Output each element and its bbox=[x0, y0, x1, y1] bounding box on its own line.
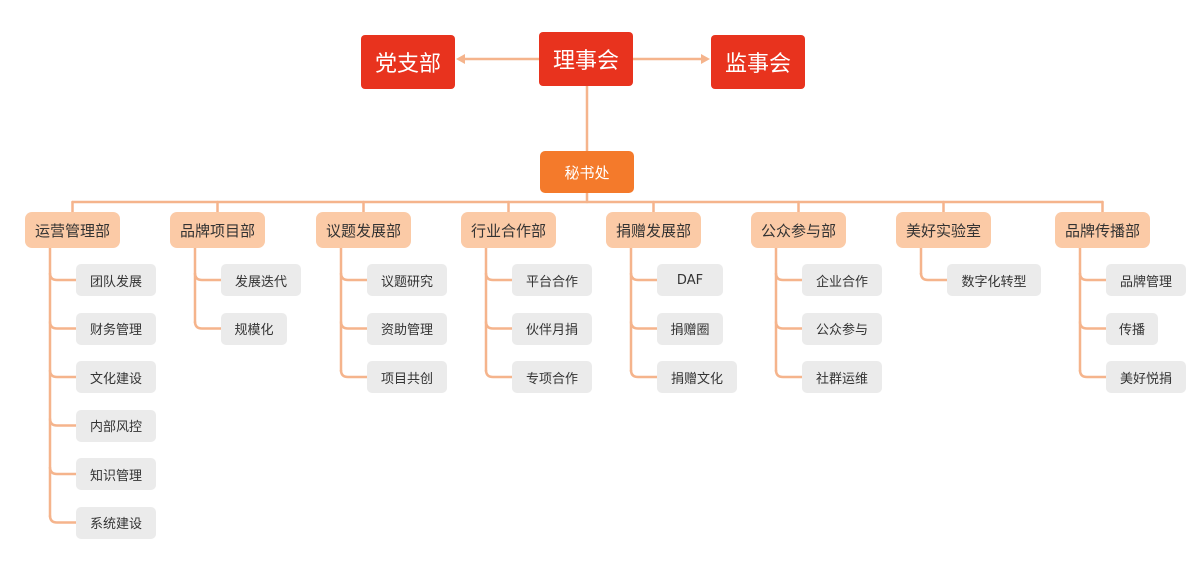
child-connector-line bbox=[774, 369, 802, 379]
child-connector-line bbox=[774, 321, 802, 330]
sub-unit-node[interactable]: 内部风控 bbox=[76, 409, 156, 442]
sub-unit-node[interactable]: 伙伴月捐 bbox=[512, 312, 592, 345]
sub-unit-node[interactable]: 企业合作 bbox=[802, 264, 882, 296]
child-connector-line bbox=[484, 272, 512, 282]
sub-unit-node[interactable]: 捐赠文化 bbox=[657, 361, 737, 393]
sub-unit-node[interactable]: 美好悦捐 bbox=[1106, 361, 1186, 393]
sub-unit-node[interactable]: 议题研究 bbox=[367, 264, 447, 296]
sub-unit-node[interactable]: 团队发展 bbox=[76, 264, 156, 296]
child-connector-line bbox=[1078, 272, 1106, 282]
sub-unit-node[interactable]: 财务管理 bbox=[76, 312, 156, 345]
child-connector-line bbox=[48, 321, 76, 330]
department-node[interactable]: 美好实验室 bbox=[896, 212, 991, 248]
sub-unit-node[interactable]: 数字化转型 bbox=[947, 264, 1041, 296]
child-connector-line bbox=[629, 321, 657, 330]
sub-unit-node[interactable]: 项目共创 bbox=[367, 361, 447, 393]
department-node[interactable]: 公众参与部 bbox=[751, 212, 846, 248]
child-connector-line bbox=[919, 272, 947, 282]
sub-unit-node[interactable]: 发展迭代 bbox=[221, 264, 301, 296]
child-connector-line bbox=[48, 369, 76, 379]
child-connector-line bbox=[774, 272, 802, 282]
arrow-left-icon bbox=[456, 54, 465, 64]
child-connector-line bbox=[339, 272, 367, 282]
sub-unit-node[interactable]: 知识管理 bbox=[76, 458, 156, 490]
supervisory-board-node[interactable]: 监事会 bbox=[711, 35, 805, 89]
sub-unit-node[interactable]: 资助管理 bbox=[367, 312, 447, 345]
sub-unit-node[interactable]: 公众参与 bbox=[802, 312, 882, 345]
child-connector-line bbox=[48, 418, 76, 427]
child-connector-line bbox=[193, 272, 221, 282]
sub-unit-node[interactable]: 平台合作 bbox=[512, 264, 592, 296]
party-branch-node[interactable]: 党支部 bbox=[361, 35, 455, 89]
department-node[interactable]: 捐赠发展部 bbox=[606, 212, 701, 248]
sub-unit-node[interactable]: 规模化 bbox=[221, 312, 287, 345]
sub-unit-node[interactable]: DAF bbox=[657, 264, 723, 296]
sub-unit-node[interactable]: 传播 bbox=[1106, 312, 1158, 345]
child-connector-line bbox=[484, 321, 512, 330]
department-node[interactable]: 品牌项目部 bbox=[170, 212, 265, 248]
child-connector-line bbox=[339, 369, 367, 379]
child-connector-line bbox=[48, 466, 76, 476]
department-node[interactable]: 行业合作部 bbox=[461, 212, 556, 248]
child-connector-line bbox=[1078, 321, 1106, 330]
department-node[interactable]: 品牌传播部 bbox=[1055, 212, 1150, 248]
child-connector-line bbox=[629, 272, 657, 282]
sub-unit-node[interactable]: 系统建设 bbox=[76, 506, 156, 539]
child-connector-line bbox=[629, 369, 657, 379]
department-node[interactable]: 运营管理部 bbox=[25, 212, 120, 248]
sub-unit-node[interactable]: 捐赠圈 bbox=[657, 312, 723, 345]
child-connector-line bbox=[339, 321, 367, 330]
secretariat-node[interactable]: 秘书处 bbox=[540, 151, 634, 193]
board-node[interactable]: 理事会 bbox=[539, 32, 633, 86]
child-connector-line bbox=[193, 321, 221, 330]
child-connector-line bbox=[48, 272, 76, 282]
arrow-right-icon bbox=[701, 54, 710, 64]
department-node[interactable]: 议题发展部 bbox=[316, 212, 411, 248]
child-connector-line bbox=[48, 515, 76, 524]
sub-unit-node[interactable]: 品牌管理 bbox=[1106, 264, 1186, 296]
child-connector-line bbox=[1078, 369, 1106, 379]
sub-unit-node[interactable]: 专项合作 bbox=[512, 361, 592, 393]
child-connector-line bbox=[484, 369, 512, 379]
sub-unit-node[interactable]: 文化建设 bbox=[76, 361, 156, 393]
sub-unit-node[interactable]: 社群运维 bbox=[802, 361, 882, 393]
